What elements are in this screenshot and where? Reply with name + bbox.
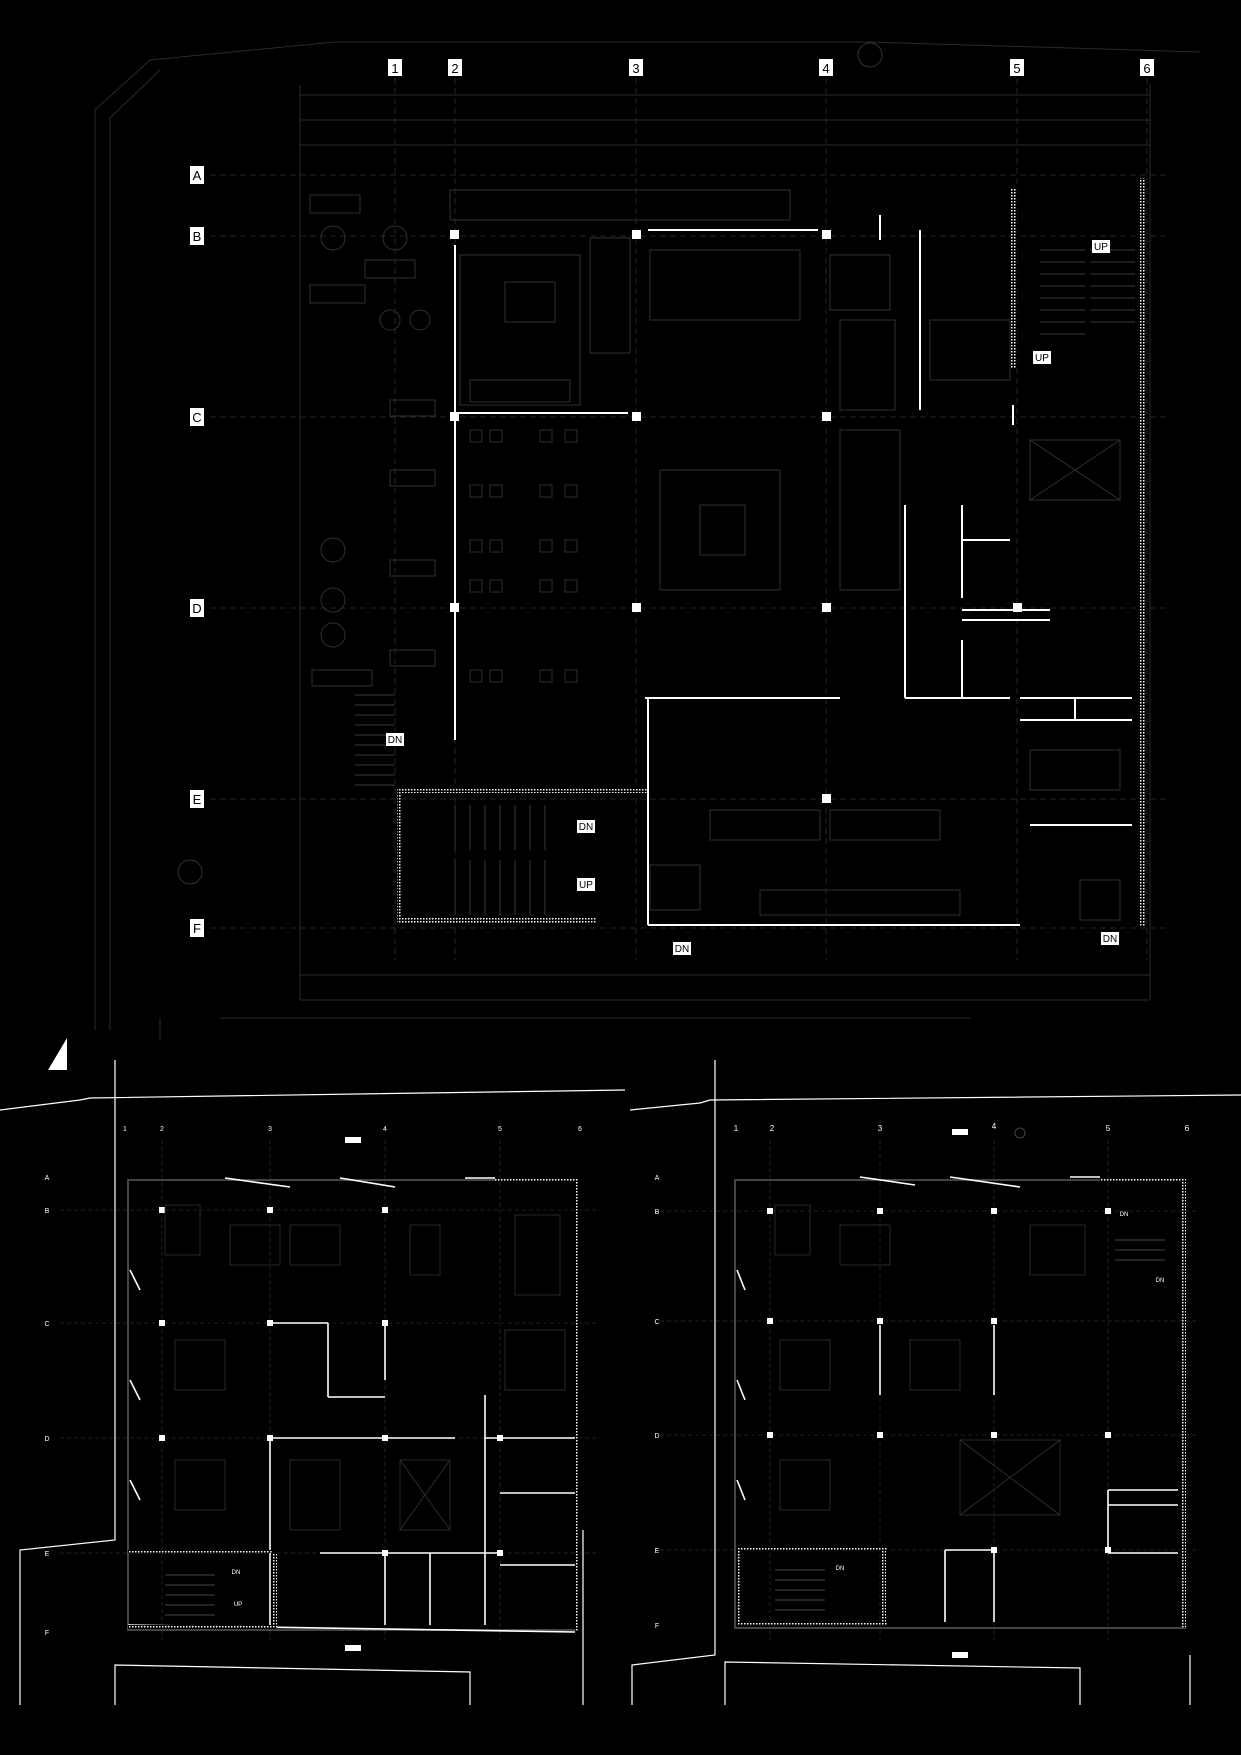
second-plan: 1 2 3 4 5 6 A B C D E F DN UP <box>0 1060 626 1705</box>
main-stair-labels: UP UP DN DN UP DN DN <box>386 240 1119 955</box>
grid-label: D <box>192 601 201 616</box>
stair-label: DN <box>675 944 689 955</box>
second-furniture <box>164 1204 566 1531</box>
third-stair-labels: DN DN DN <box>836 1212 1165 1572</box>
stair-label: UP <box>579 880 593 891</box>
grid-label: B <box>193 229 202 244</box>
third-plan: 1 2 3 4 5 6 A B C D E F DN DN DN <box>629 1060 1241 1705</box>
stair-label: DN <box>388 735 402 746</box>
stair-label: DN <box>1156 1278 1165 1284</box>
dimension-tag <box>345 1645 361 1651</box>
grid-label: E <box>655 1548 660 1555</box>
stair-label: DN <box>1120 1212 1129 1218</box>
main-columns <box>450 230 1022 803</box>
grid-label: 6 <box>1185 1124 1190 1133</box>
grid-label: 1 <box>734 1124 739 1133</box>
grid-label: C <box>654 1319 659 1326</box>
dimension-tag <box>952 1129 968 1135</box>
third-row-labels: A B C D E F <box>654 1175 659 1630</box>
grid-label: A <box>45 1175 50 1182</box>
grid-label: 3 <box>268 1126 272 1133</box>
main-column-labels: 1 2 3 4 5 6 <box>388 59 1154 76</box>
grid-label: 5 <box>498 1126 502 1133</box>
grid-label: 6 <box>578 1126 582 1133</box>
main-interior-furniture <box>309 189 1135 921</box>
stair-label: DN <box>1103 934 1117 945</box>
grid-label: 4 <box>992 1122 997 1131</box>
grid-label: D <box>654 1433 659 1440</box>
second-column-labels: 1 2 3 4 5 6 <box>123 1126 582 1133</box>
third-furniture <box>774 1204 1086 1516</box>
grid-label: B <box>45 1208 50 1215</box>
grid-label: 6 <box>1143 61 1150 76</box>
main-grid-lines <box>210 78 1170 960</box>
grid-label: F <box>45 1630 49 1637</box>
grid-label: C <box>44 1321 49 1328</box>
second-walls <box>127 1177 579 1633</box>
main-hatched-walls <box>397 178 1146 926</box>
third-stair-treads <box>775 1239 1165 1611</box>
main-row-labels: A B C D E F <box>190 166 204 937</box>
grid-bubble-icon <box>177 859 203 885</box>
third-columns <box>767 1208 1111 1553</box>
grid-label: 2 <box>451 61 458 76</box>
second-hatched-walls <box>128 1178 579 1630</box>
dimension-tag <box>952 1652 968 1658</box>
grid-label: 3 <box>632 61 639 76</box>
grid-label: B <box>655 1209 660 1216</box>
third-column-labels: 1 2 3 4 5 6 <box>734 1122 1190 1133</box>
grid-bubble-icon <box>857 42 883 68</box>
grid-label: D <box>44 1436 49 1443</box>
stair-label: UP <box>1094 242 1108 253</box>
grid-label: 5 <box>1013 61 1020 76</box>
grid-label: 4 <box>822 61 829 76</box>
grid-label: 2 <box>770 1124 775 1133</box>
grid-label: F <box>193 921 201 936</box>
stair-label: UP <box>234 1602 242 1608</box>
stair-label: DN <box>836 1566 845 1572</box>
stair-label: UP <box>1035 353 1049 364</box>
second-stair-labels: DN UP <box>232 1570 243 1608</box>
third-site-outline <box>629 1060 1241 1705</box>
main-plan: 1 2 3 4 5 6 A B C D E F <box>48 41 1201 1070</box>
third-walls <box>734 1176 1186 1629</box>
grid-label: 4 <box>383 1126 387 1133</box>
site-outline <box>94 41 1201 1040</box>
grid-label: 3 <box>878 1124 883 1133</box>
stair-label: DN <box>579 822 593 833</box>
grid-label: 5 <box>1106 1124 1111 1133</box>
grid-label: 1 <box>391 61 398 76</box>
second-site-outline <box>0 1060 626 1705</box>
grid-label: F <box>655 1623 659 1630</box>
dimension-tag <box>345 1137 361 1143</box>
grid-label: 2 <box>160 1126 164 1133</box>
grid-label: 1 <box>123 1126 127 1133</box>
second-stair-treads <box>165 1574 215 1616</box>
grid-label: A <box>655 1175 660 1182</box>
grid-label: E <box>45 1551 50 1558</box>
third-hatched-walls <box>737 1178 1186 1628</box>
second-columns <box>159 1207 503 1556</box>
stair-label: DN <box>232 1570 241 1576</box>
grid-label: E <box>193 792 202 807</box>
north-arrow-icon <box>48 1038 67 1070</box>
grid-label: A <box>193 168 202 183</box>
grid-label: C <box>192 410 201 425</box>
main-walls <box>454 215 1132 926</box>
grid-bubble-icon <box>1014 1127 1026 1139</box>
second-row-labels: A B C D E F <box>44 1175 49 1637</box>
